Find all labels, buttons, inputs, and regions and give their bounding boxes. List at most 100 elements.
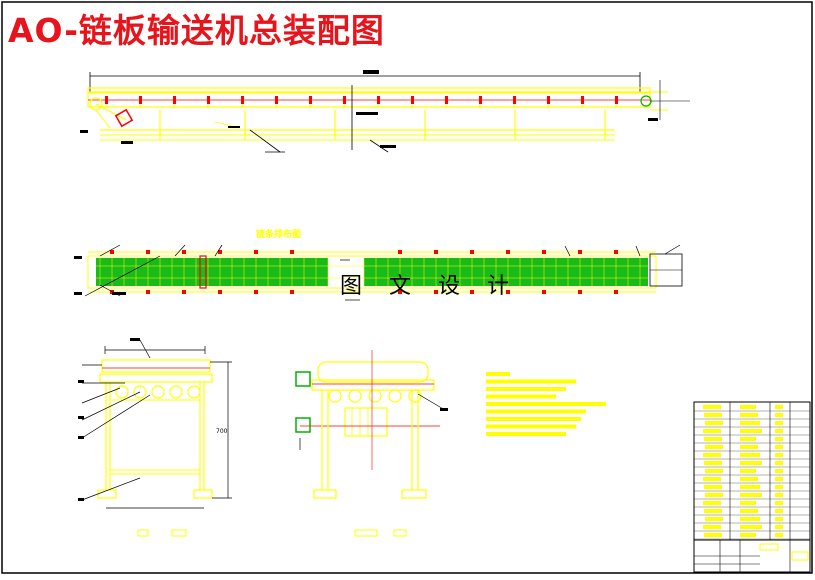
chain-marker [139,96,142,104]
note-line [486,379,576,384]
plan-marker [218,290,222,294]
chain-plates-left [96,258,328,286]
part-cell [740,429,762,433]
note-line [486,387,566,391]
part-cell [775,437,783,441]
plan-marker [290,290,294,294]
chain-marker [343,96,346,104]
part-cell [775,477,783,481]
part-cell [740,413,758,417]
part-cell [775,405,783,409]
part-cell [704,485,722,489]
note-line [486,432,566,436]
part-cell [775,445,783,449]
plan-marker [614,250,618,254]
part-cell [775,509,783,513]
roller [408,389,422,403]
roller [187,385,201,399]
part-cell [775,429,783,433]
plan-marker [434,290,438,294]
part-cell [705,517,723,521]
chain-marker [275,96,278,104]
part-cell [775,525,783,529]
plan-marker [398,290,402,294]
part-cell [775,533,783,537]
plan-marker [110,250,114,254]
chain-marker [547,96,550,104]
technical-notes [486,372,606,436]
plan-marker [146,290,150,294]
part-cell [705,469,723,473]
roller [368,389,382,403]
part-cell [775,461,783,465]
tensioner [114,108,134,128]
part-cell [740,453,760,457]
part-cell [775,421,783,425]
note-line [486,394,556,399]
chain-marker [105,96,108,104]
chain-marker [513,96,516,104]
plan-marker [470,290,474,294]
part-cell [740,533,756,537]
plan-marker [398,250,402,254]
roller [348,389,362,403]
parts-list-rows [694,405,810,540]
roller [115,385,129,399]
plan-marker [254,290,258,294]
part-cell [740,525,762,529]
part-cell [775,501,783,505]
plan-marker [542,290,546,294]
part-cell [740,461,762,465]
chain-marker [581,96,584,104]
roller [151,385,165,399]
chain-markers [105,96,618,108]
part-cell [740,421,760,425]
plan-marker [578,250,582,254]
roller [388,389,402,403]
plan-marker [542,250,546,254]
roller [133,385,147,399]
part-cell [703,453,721,457]
title-block [693,401,811,573]
part-cell [775,493,783,497]
height-dimension-700: 700 [216,428,228,435]
part-cell [775,413,783,417]
chain-marker [411,96,414,104]
part-cell [705,493,723,497]
part-cell [740,437,756,441]
plan-marker [614,290,618,294]
part-cell [703,429,721,433]
plan-marker [182,290,186,294]
svg-text:链条排布图: 链条排布图 [256,228,301,240]
end-view: 700 [78,338,232,537]
part-cell [740,445,758,449]
part-cell [705,445,723,449]
chain-marker [309,96,312,104]
plan-marker [470,250,474,254]
part-cell [703,477,721,481]
part-cell [775,517,783,521]
part-cell [704,509,722,513]
part-cell [704,533,722,537]
chain-marker [615,96,618,104]
plan-view: 链条排布图 [74,228,683,301]
part-cell [703,405,721,409]
part-cell [704,461,722,465]
chain-grid [96,258,648,286]
plan-marker [434,250,438,254]
part-cell [740,509,758,513]
note-line [486,417,581,421]
part-cell [704,437,722,441]
chain-plates-right [364,258,648,286]
part-cell [740,493,762,497]
part-cell [775,453,783,457]
watermark: 图 文 设 计 [340,274,519,299]
note-line [486,409,586,414]
part-cell [740,501,756,505]
part-cell [775,469,783,473]
part-cell [704,413,722,417]
plan-marker [218,250,222,254]
